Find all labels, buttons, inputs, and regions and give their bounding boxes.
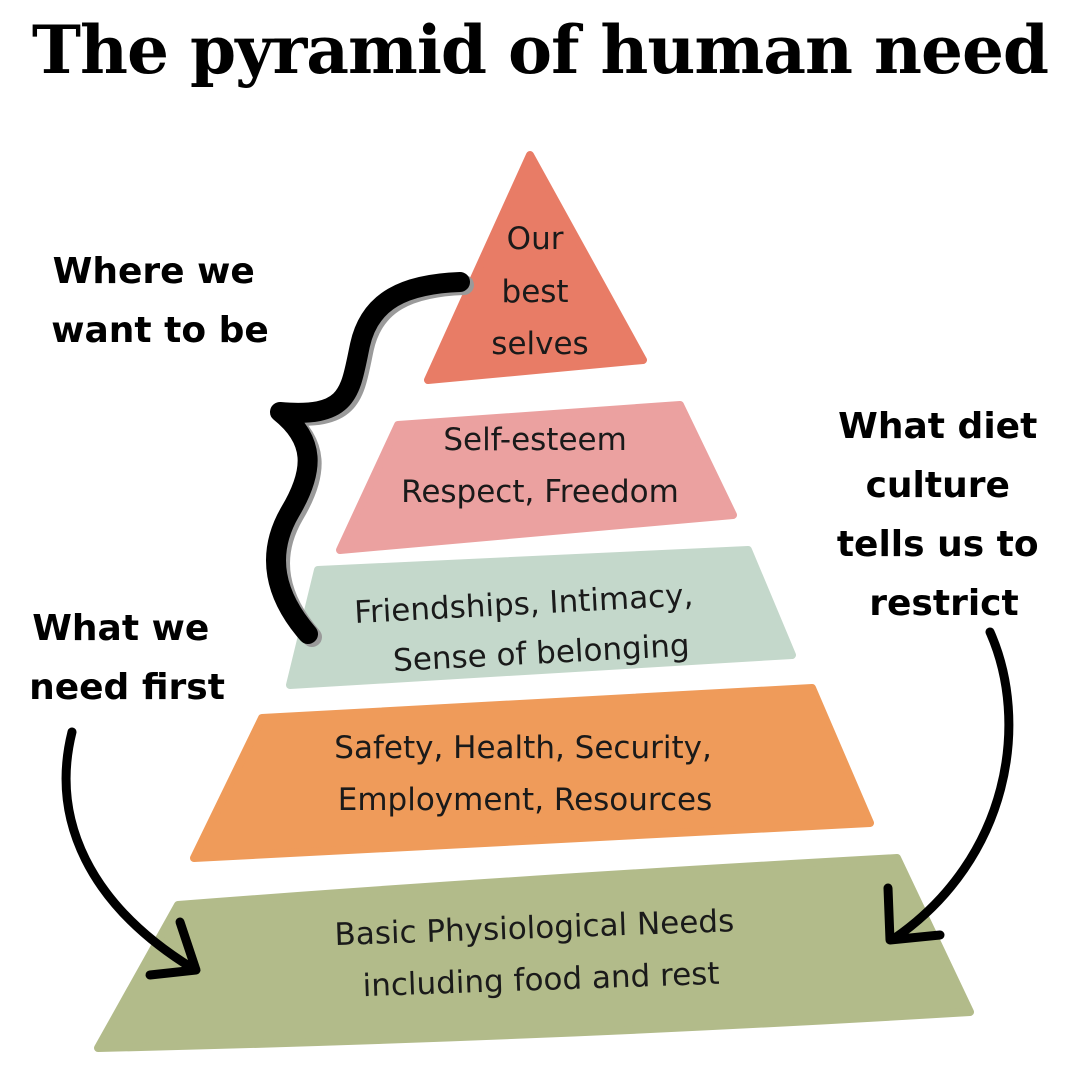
left-arrow-head	[145, 917, 201, 980]
tier-top-line-2: best	[502, 274, 569, 310]
annotation-where-we-want-to-be: Where we want to be	[51, 251, 269, 351]
annotation-want-line-1: Where we	[53, 251, 255, 292]
tier-belonging-shape	[286, 546, 796, 689]
tier-esteem-label: Self-esteem Respect, Freedom	[401, 422, 679, 510]
curly-brace	[266, 272, 470, 644]
left-arrow-shaft	[61, 727, 197, 973]
annotation-diet-line-1: What diet	[838, 406, 1037, 447]
annotation-want-line-2: want to be	[51, 310, 269, 351]
tier-top-label: Our best selves	[491, 221, 588, 362]
tier-belonging-label: Friendships, Intimacy, Sense of belongin…	[353, 577, 706, 681]
tier-safety-line-2: Employment, Resources	[338, 782, 712, 818]
tier-top-line-3: selves	[491, 326, 588, 362]
annotation-diet-culture: What diet culture tells us to restrict	[837, 406, 1051, 624]
tier-safety-shape	[190, 684, 874, 862]
tier-esteem-shape	[336, 401, 737, 554]
tier-esteem-line-1: Self-esteem	[443, 422, 627, 458]
tier-esteem-line-2: Respect, Freedom	[401, 474, 679, 510]
tier-safety-line-1: Safety, Health, Security,	[334, 730, 712, 766]
tier-top-shape	[424, 151, 647, 384]
annotation-what-we-need-first: What we need first	[29, 608, 225, 708]
annotation-diet-line-4: restrict	[869, 583, 1018, 624]
tier-top-line-1: Our	[507, 221, 564, 257]
tier-safety-label: Safety, Health, Security, Employment, Re…	[334, 730, 721, 818]
page-title: The pyramid of human need	[31, 11, 1049, 89]
annotation-need-line-1: What we	[32, 608, 209, 649]
right-arrow-shaft	[890, 627, 1014, 943]
annotation-diet-line-3: tells us to	[837, 524, 1039, 565]
right-arrow-head	[883, 883, 945, 945]
annotation-diet-line-2: culture	[866, 465, 1010, 506]
annotation-need-line-2: need first	[29, 667, 225, 708]
tier-basic-shape	[94, 854, 974, 1052]
